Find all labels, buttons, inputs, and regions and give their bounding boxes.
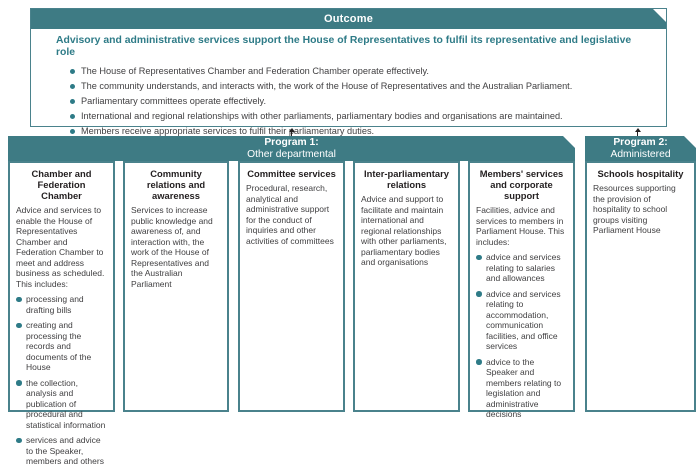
arrow-up-icon	[287, 128, 296, 136]
arrow-up-icon	[633, 128, 642, 136]
program-2-subtitle: Administered	[610, 148, 671, 160]
column-bullet: processing and drafting bills	[16, 294, 107, 315]
outcome-bullet: Members receive appropriate services to …	[70, 126, 656, 136]
column-bullet: advice to the Speaker and members relati…	[476, 357, 567, 420]
column-title: Chamber and Federation Chamber	[31, 168, 92, 201]
column-bullet: creating and processing the records and …	[16, 320, 107, 373]
column-body: Services to increase public knowledge an…	[131, 205, 213, 289]
column-members-services-and-corporate-support: Members' services and corporate support …	[468, 161, 575, 419]
column-schools-hospitality: Schools hospitality Resources supporting…	[585, 161, 696, 412]
column-bullet-list: advice and services relating to salaries…	[476, 252, 567, 420]
outcome-title: Outcome	[323, 13, 374, 25]
arrow-head	[634, 128, 641, 132]
outcome-bullet: The community understands, and interacts…	[70, 81, 656, 91]
program-2-header: Program 2: Administered	[585, 136, 696, 161]
program-1-title: Program 1:	[264, 137, 319, 148]
column-inter-parliamentary-relations: Inter-parliamentary relations Advice and…	[353, 161, 460, 412]
column-title: Community relations and awareness	[146, 168, 206, 201]
column-chamber-and-federation-chamber: Chamber and Federation Chamber Advice an…	[8, 161, 115, 466]
column-bullet: advice and services relating to salaries…	[476, 252, 567, 284]
outcome-bullet-list: The House of Representatives Chamber and…	[31, 66, 666, 136]
column-community-relations-and-awareness: Community relations and awareness Servic…	[123, 161, 229, 412]
arrow-line	[290, 132, 293, 136]
column-body: Resources supporting the provision of ho…	[593, 183, 676, 235]
column-body: Advice and services to enable the House …	[16, 205, 105, 289]
column-body: Procedural, research, analytical and adm…	[246, 183, 334, 246]
program-1-header: Program 1: Other departmental	[8, 136, 575, 161]
column-bullet: the collection, analysis and publication…	[16, 377, 106, 430]
column-committee-services: Committee services Procedural, research,…	[238, 161, 345, 412]
column-bullet-list: processing and drafting bills creating a…	[16, 294, 107, 467]
outcome-bullet: The House of Representatives Chamber and…	[70, 66, 656, 76]
column-bullet: advice and services relating to accommod…	[476, 289, 567, 352]
outcome-bullet: International and regional relationships…	[70, 111, 656, 121]
column-title: Schools hospitality	[597, 168, 684, 179]
program-2-title: Program 2:	[613, 137, 668, 148]
column-title: Members' services and corporate support	[479, 168, 564, 201]
outcome-bullet: Parliamentary committees operate effecti…	[70, 96, 656, 106]
column-title: Inter-parliamentary relations	[364, 168, 449, 190]
outcome-header: Outcome	[31, 9, 666, 29]
column-body: Advice and support to facilitate and mai…	[361, 194, 447, 267]
outcome-box: Outcome Advisory and administrative serv…	[30, 8, 667, 136]
outcome-lead-text: Advisory and administrative services sup…	[56, 35, 632, 58]
arrow-line	[636, 132, 639, 136]
column-body: Facilities, advice and services to membe…	[476, 205, 565, 247]
column-bullet: services and advice to the Speaker, memb…	[16, 435, 107, 467]
column-title: Committee services	[247, 168, 336, 179]
program-1-subtitle: Other departmental	[247, 148, 336, 160]
arrow-head	[288, 128, 295, 132]
